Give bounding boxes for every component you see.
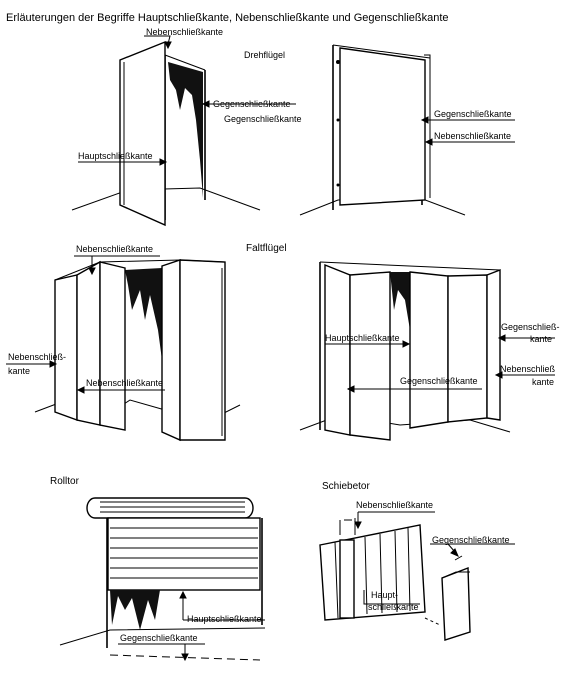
label-dreh-hauptschliesskante: Hauptschließkante <box>78 151 153 161</box>
label-dreh-gegenschliesskante-2: Gegenschließkante <box>224 114 302 124</box>
label-schiebe-nebenschliesskante: Nebenschließkante <box>356 500 434 510</box>
label-dreh-right-gegenschliesskante: Gegenschließkante <box>434 109 512 119</box>
door-rolltor <box>59 497 266 661</box>
door-schiebetor <box>319 518 471 641</box>
label-roll-hauptschliesskante: Hauptschließkante <box>187 614 262 624</box>
label-falt-right-nebenschliess-line2: kante <box>532 377 555 387</box>
label-dreh-right-nebenschliesskante: Nebenschließkante <box>434 131 512 141</box>
door-falt-right <box>299 261 511 441</box>
label-dreh-nebenschliesskante: Nebenschließkante <box>146 27 224 37</box>
label-falt-right-gegenschliess-line2: kante <box>530 334 553 344</box>
label-falt-nebenschliesskante-mid: Nebenschließkante <box>86 378 164 388</box>
section-schiebetor: Schiebetor <box>322 481 370 492</box>
label-falt-nebenschliess-left-line1: Nebenschließ- <box>8 352 67 362</box>
label-falt-right-gegenschliesskante: Gegenschließkante <box>400 376 478 386</box>
label-falt-nebenschliesskante-top: Nebenschließkante <box>76 244 154 254</box>
label-roll-gegenschliesskante: Gegenschließkante <box>120 633 198 643</box>
label-schiebe-gegenschliesskante: Gegenschließkante <box>432 535 510 545</box>
label-schiebe-hauptschliess-line1: Haupt- <box>371 590 399 600</box>
door-dreh-left <box>71 40 261 227</box>
section-faltfluegel: Faltflügel <box>246 243 287 254</box>
section-drehfluegel: Drehflügel <box>244 50 286 60</box>
section-rolltor: Rolltor <box>50 476 79 487</box>
leader-lines <box>6 35 555 662</box>
label-falt-nebenschliess-left-line2: kante <box>8 366 31 376</box>
label-schiebe-hauptschliess-line2: schließkante <box>368 602 419 612</box>
label-falt-right-gegenschliess-line1: Gegenschließ- <box>501 322 560 332</box>
door-falt-left <box>34 259 241 442</box>
door-dreh-right <box>299 44 466 216</box>
label-falt-right-hauptschliesskante: Hauptschließkante <box>325 333 400 343</box>
figure-title: Erläuterungen der Begriffe Hauptschließk… <box>6 12 449 24</box>
label-falt-right-nebenschliess-line1: Nebenschließ <box>500 364 556 374</box>
label-dreh-gegenschliesskante-1: Gegenschließkante <box>213 99 291 109</box>
